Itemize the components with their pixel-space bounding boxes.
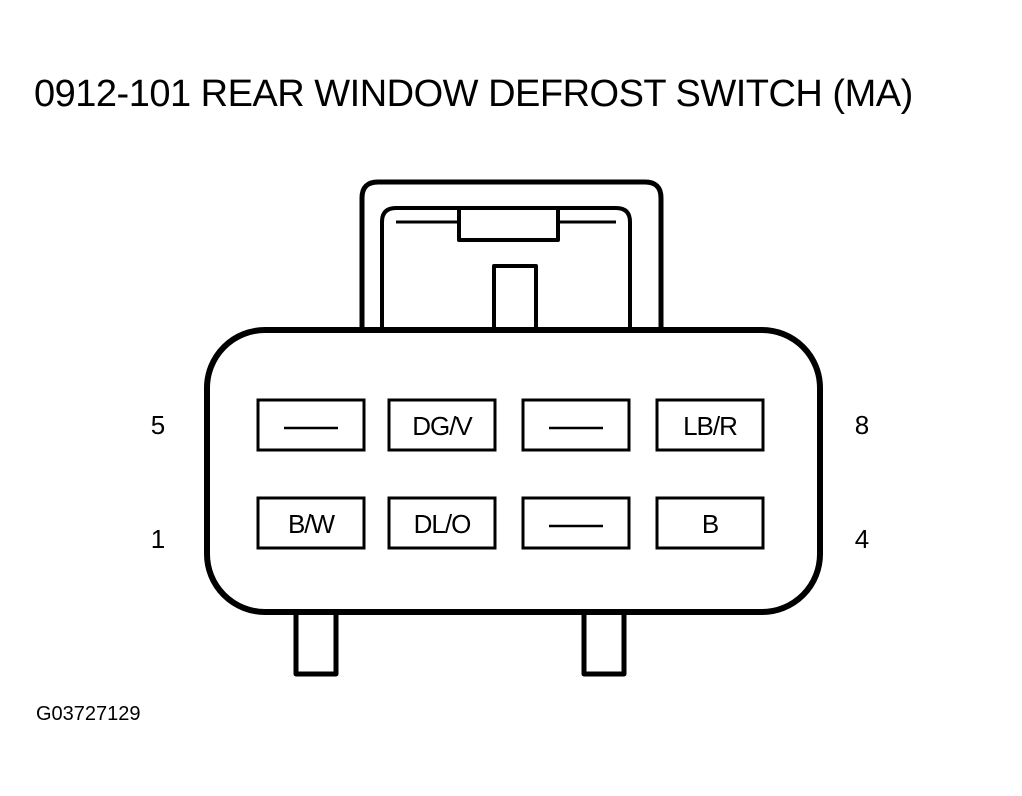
pin-number-top-right: 8 — [854, 410, 870, 440]
cavity-bottom-1: B/W — [256, 496, 366, 550]
pin-number-bottom-right: 4 — [854, 524, 870, 554]
cavity-bottom-3 — [521, 496, 631, 550]
pin-number-bottom-left: 1 — [150, 524, 166, 554]
cavity-grid: DG/V LB/R B/W DL/O B — [256, 398, 765, 550]
cavity-top-3 — [521, 398, 631, 452]
wire-color-label: DG/V — [412, 411, 473, 441]
cavity-frame — [521, 496, 631, 550]
wire-color-label: LB/R — [683, 411, 737, 441]
cavity-frame — [256, 496, 366, 550]
cavity-bottom-2: DL/O — [387, 496, 497, 550]
wire-color-label: B — [702, 509, 718, 539]
cavity-frame — [655, 496, 765, 550]
cavity-top-4: LB/R — [655, 398, 765, 452]
diagram-title: 0912-101 REAR WINDOW DEFROST SWITCH (MA) — [34, 73, 913, 115]
cavity-bottom-4: B — [655, 496, 765, 550]
cavity-frame — [256, 398, 366, 452]
figure-id: G03727129 — [36, 703, 141, 725]
cavity-frame — [387, 496, 497, 550]
cavity-frame — [655, 398, 765, 452]
lock-latch-block — [457, 206, 560, 242]
cavity-frame — [387, 398, 497, 452]
guide-post-left — [293, 603, 339, 677]
pin-number-top-left: 5 — [150, 410, 166, 440]
lock-latch-stem — [492, 264, 538, 334]
cavity-frame — [521, 398, 631, 452]
wire-color-label: DL/O — [414, 509, 471, 539]
guide-post-right — [581, 603, 627, 677]
cavity-top-1 — [256, 398, 366, 452]
connector-body — [204, 327, 823, 615]
wire-color-label: B/W — [288, 509, 336, 539]
cavity-top-2: DG/V — [387, 398, 497, 452]
